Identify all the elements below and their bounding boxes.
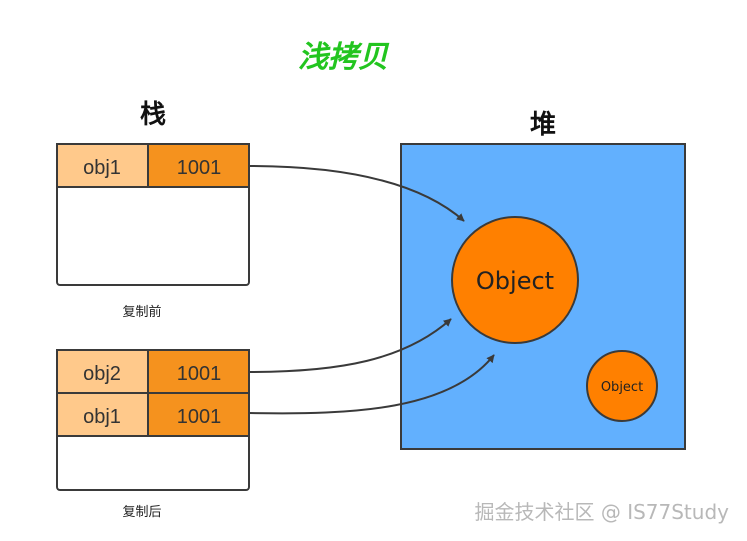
reference-arrow-after-obj2 (248, 318, 452, 373)
stack-before-value-cell (147, 143, 250, 188)
after-copy-caption: 复制后 (122, 505, 161, 520)
stack-after-row2-value-cell (147, 392, 250, 437)
reference-arrow-before-obj1 (248, 165, 465, 222)
stack-after-row2-name-cell (56, 392, 149, 437)
stack-after-copy: obj2 1001 obj1 1001 (56, 349, 250, 491)
small-object-label: Object (601, 380, 643, 395)
stack-after-row1-name: obj2 (83, 363, 121, 385)
stack-after-row2-value: 1001 (177, 406, 222, 428)
stack-label: 栈 (140, 100, 166, 130)
heap-label: 堆 (530, 110, 556, 140)
watermark: 掘金技术社区 @ IS77Study (474, 500, 729, 524)
main-object-label: Object (476, 267, 554, 295)
before-copy-caption: 复制前 (122, 304, 161, 320)
heap-area: Object Object (400, 143, 686, 450)
small-object-circle (586, 350, 658, 422)
main-object-circle (451, 216, 579, 344)
stack-before-copy: obj1 1001 (56, 143, 250, 286)
stack-before-name-cell (56, 143, 149, 188)
reference-arrow-after-obj1 (248, 354, 495, 415)
diagram-title: 浅拷贝 (298, 40, 390, 75)
stack-after-row1-value: 1001 (177, 363, 222, 385)
stack-after-row2-name: obj1 (83, 406, 121, 428)
stack-before-row-name: obj1 (83, 157, 121, 179)
stack-before-row-value: 1001 (177, 157, 222, 179)
